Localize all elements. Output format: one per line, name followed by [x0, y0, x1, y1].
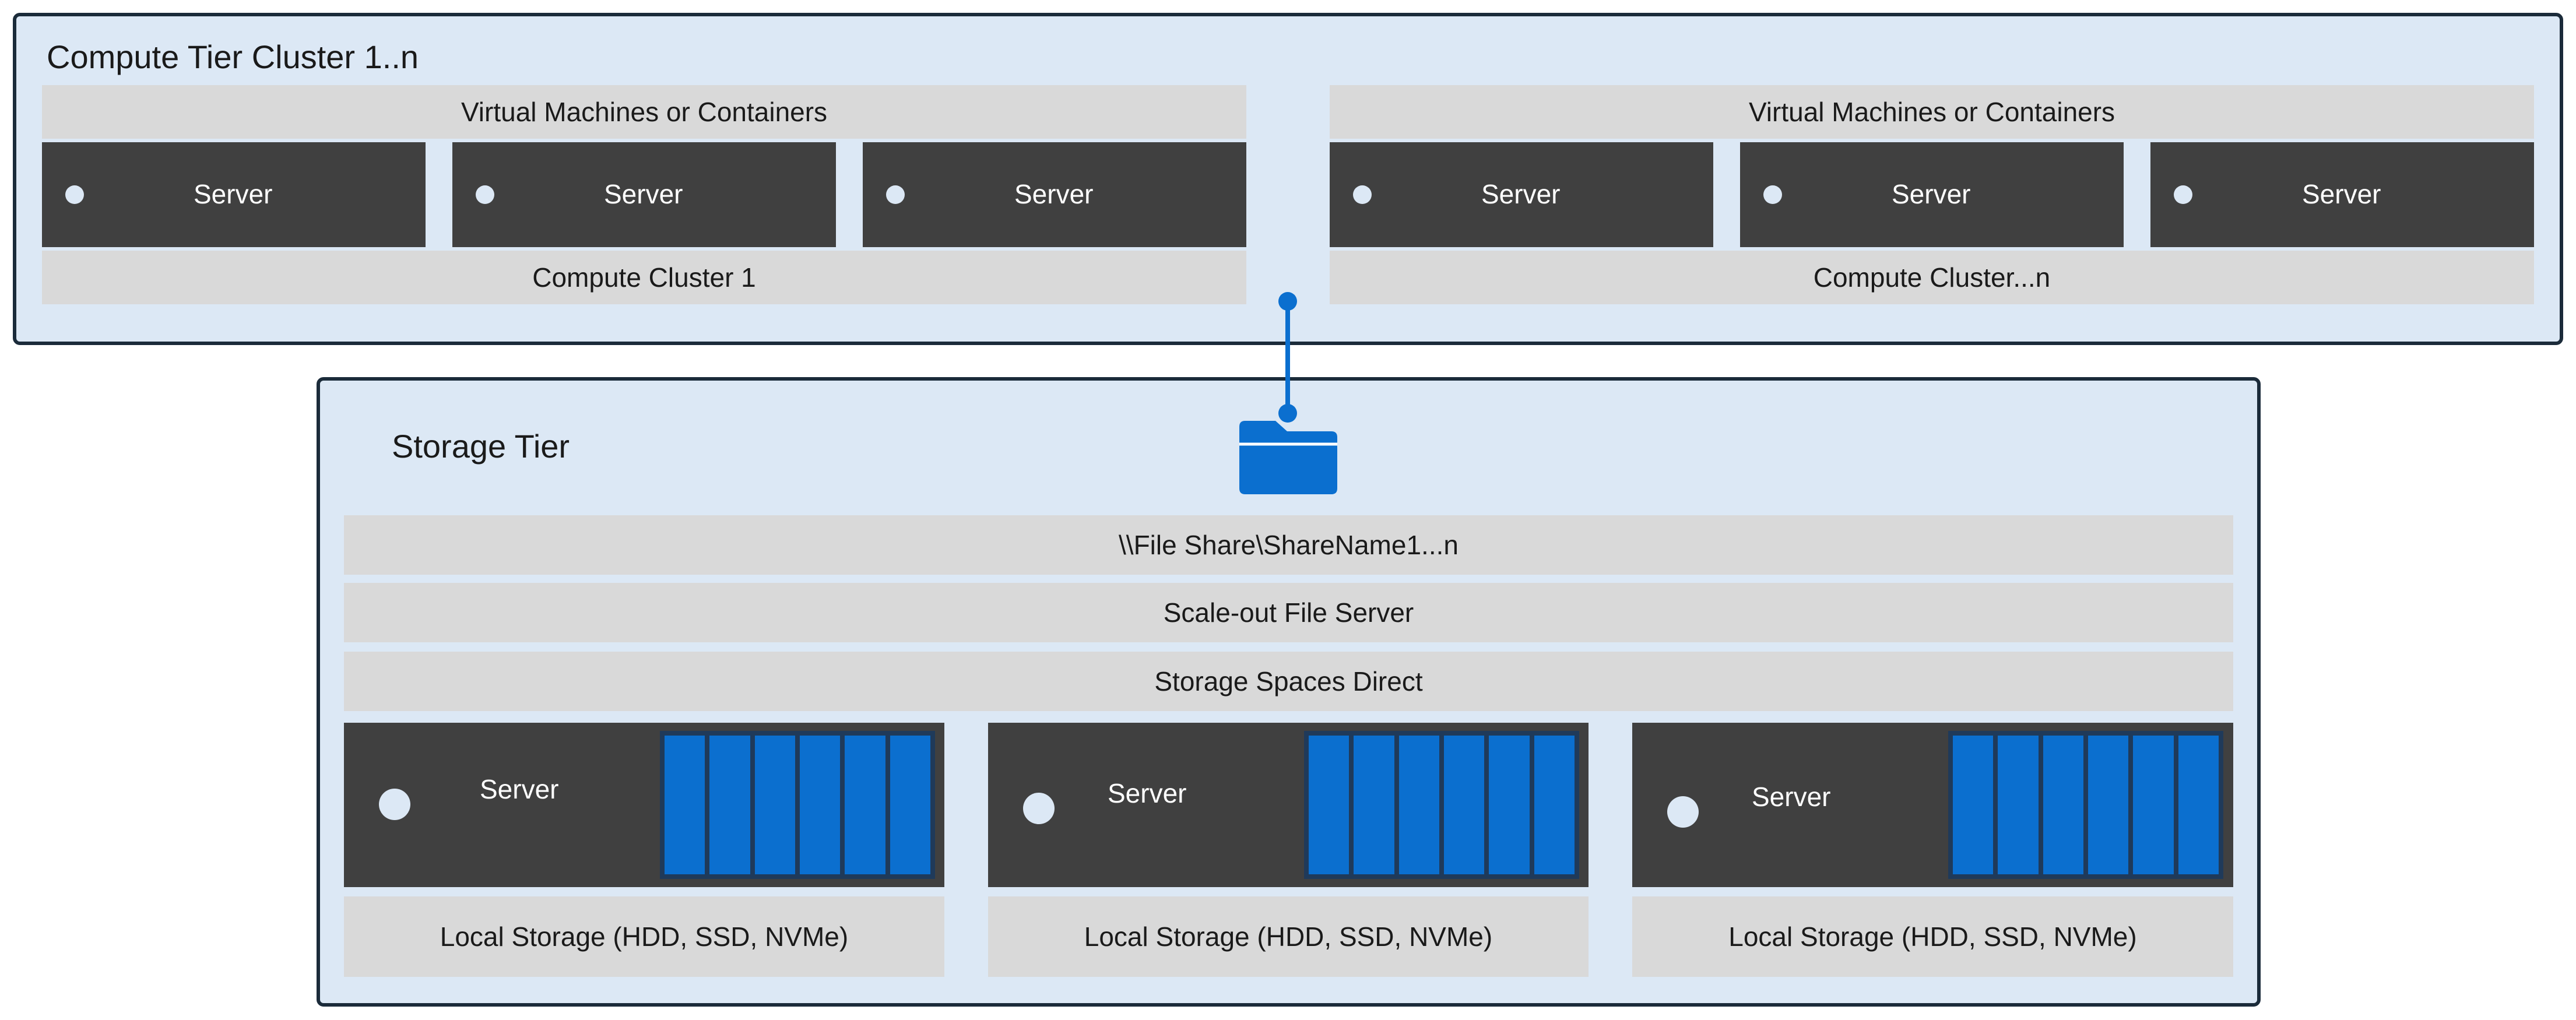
local-storage-bar-3: Local Storage (HDD, SSD, NVMe)	[1632, 896, 2233, 977]
drive-icon	[890, 736, 930, 874]
local-storage-bar-1: Local Storage (HDD, SSD, NVMe)	[344, 896, 944, 977]
drive-icon	[2087, 736, 2129, 874]
storage-tier-title: Storage Tier	[392, 428, 570, 465]
compute-server-1-3: Server	[863, 142, 1246, 247]
drive-icon	[2133, 736, 2174, 874]
drive-icon	[1534, 736, 1575, 874]
drive-bay	[1948, 731, 2223, 879]
power-led-icon	[886, 185, 905, 204]
server-label: Server	[1108, 778, 1187, 808]
drive-icon	[754, 736, 795, 874]
drive-bay	[1304, 731, 1579, 879]
power-led-icon	[379, 789, 410, 820]
server-label: Server	[194, 179, 273, 209]
storage-server-3: Server	[1632, 723, 2233, 887]
drive-bay	[660, 731, 935, 879]
drive-icon	[1998, 736, 2039, 874]
server-label: Server	[1481, 179, 1561, 209]
drive-icon	[1443, 736, 1485, 874]
server-label: Server	[2302, 179, 2381, 209]
storage-server-1: Server	[344, 723, 944, 887]
power-led-icon	[1763, 185, 1782, 204]
drive-icon	[1489, 736, 1530, 874]
compute-server-n-3: Server	[2150, 142, 2534, 247]
file-share-bar: \\File Share\ShareName1...n	[344, 515, 2233, 575]
connector-endpoint-top	[1278, 292, 1297, 311]
vm-bar-cluster-1: Virtual Machines or Containers	[42, 85, 1246, 139]
compute-server-1-1: Server	[42, 142, 426, 247]
compute-server-n-1: Server	[1330, 142, 1713, 247]
drive-icon	[709, 736, 750, 874]
server-label: Server	[1752, 782, 1831, 812]
drive-icon	[2043, 736, 2083, 874]
drive-icon	[845, 736, 885, 874]
storage-spaces-direct-bar: Storage Spaces Direct	[344, 652, 2233, 711]
drive-icon	[2178, 736, 2219, 874]
tier-connector-line	[1285, 300, 1290, 414]
local-storage-bar-2: Local Storage (HDD, SSD, NVMe)	[988, 896, 1589, 977]
drive-icon	[1953, 736, 1994, 874]
power-led-icon	[1023, 793, 1055, 824]
compute-server-1-2: Server	[452, 142, 836, 247]
compute-server-n-2: Server	[1740, 142, 2124, 247]
connector-endpoint-bottom	[1278, 404, 1297, 423]
drive-icon	[1398, 736, 1439, 874]
drive-icon	[1309, 736, 1349, 874]
server-label: Server	[1014, 179, 1094, 209]
compute-tier-title: Compute Tier Cluster 1..n	[47, 38, 419, 75]
folder-icon	[1239, 421, 1337, 494]
power-led-icon	[65, 185, 84, 204]
power-led-icon	[1667, 796, 1699, 828]
drive-icon	[665, 736, 705, 874]
storage-server-2: Server	[988, 723, 1589, 887]
vm-bar-cluster-n: Virtual Machines or Containers	[1330, 85, 2534, 139]
power-led-icon	[2174, 185, 2192, 204]
power-led-icon	[476, 185, 494, 204]
server-label: Server	[604, 179, 683, 209]
power-led-icon	[1353, 185, 1372, 204]
cluster-name-bar-1: Compute Cluster 1	[42, 251, 1246, 304]
server-label: Server	[480, 774, 559, 804]
server-label: Server	[1892, 179, 1971, 209]
drive-icon	[1354, 736, 1394, 874]
drive-icon	[799, 736, 841, 874]
scale-out-file-server-bar: Scale-out File Server	[344, 583, 2233, 642]
cluster-name-bar-n: Compute Cluster...n	[1330, 251, 2534, 304]
